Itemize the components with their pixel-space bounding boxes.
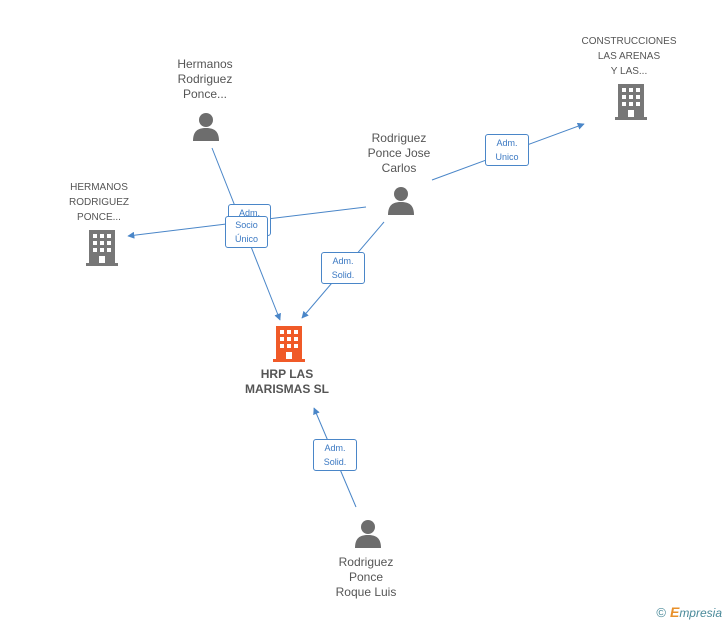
copyright-icon: © [656, 604, 666, 620]
building-icon[interactable] [273, 326, 305, 362]
rodriguez-carlos-label: Rodriguez Ponce Jose Carlos [367, 131, 431, 175]
rodriguez-luis-label: Rodriguez Ponce Roque Luis [335, 555, 397, 599]
hermanos-company-label: HERMANOS RODRIGUEZ PONCE... [69, 182, 129, 223]
edge-label-adm-unico[interactable]: Adm. Unico [485, 134, 529, 166]
brand-e: E [669, 604, 680, 620]
building-icon[interactable] [86, 230, 118, 266]
building-icon[interactable] [615, 84, 647, 120]
edge-label-adm-solid-carlos[interactable]: Adm. Solid. [321, 252, 365, 284]
person-icon[interactable] [354, 519, 382, 549]
person-icon[interactable] [387, 186, 415, 216]
person-icon[interactable] [192, 112, 220, 142]
edge-label-adm-solid-luis[interactable]: Adm. Solid. [313, 439, 357, 471]
brand-logo: © Empresia [656, 604, 722, 620]
brand-name: mpresia [679, 606, 722, 620]
edge-label-socio-unico[interactable]: Socio Único [225, 216, 268, 248]
hermanos-person-label: Hermanos Rodriguez Ponce... [177, 57, 233, 101]
construcciones-label: CONSTRUCCIONES LAS ARENAS Y LAS... [581, 36, 677, 77]
hrp-label: HRP LAS MARISMAS SL [245, 367, 329, 396]
